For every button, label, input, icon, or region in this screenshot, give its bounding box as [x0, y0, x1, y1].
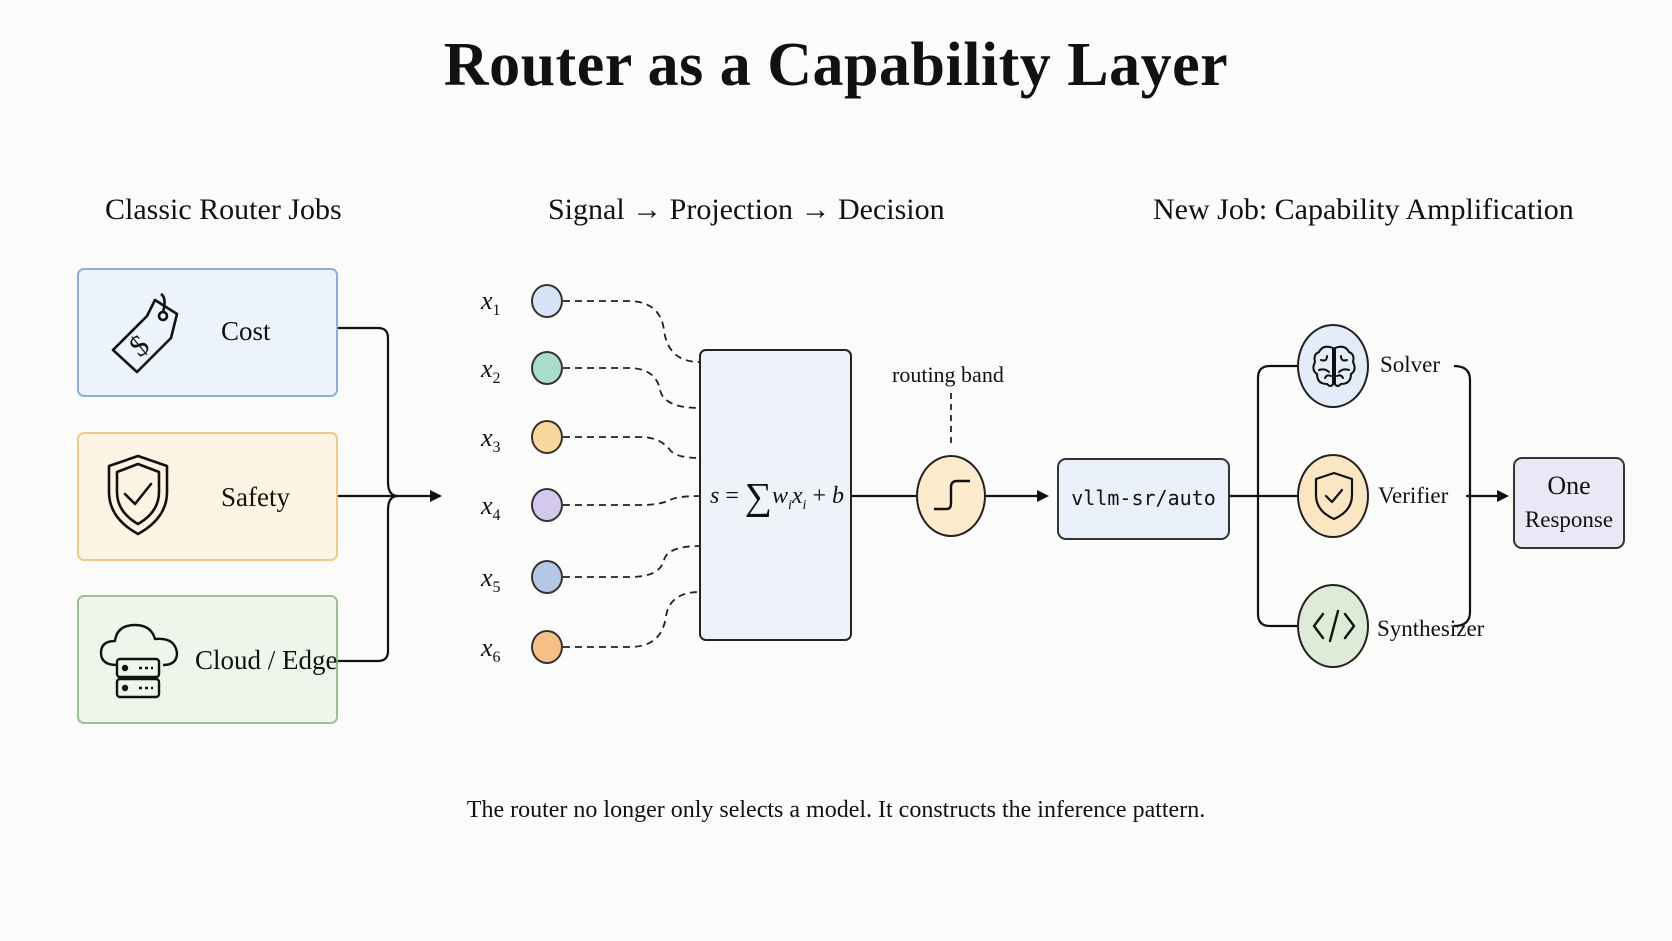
caption: The router no longer only selects a mode… [466, 797, 1206, 823]
job-label-cost: Cost [221, 316, 271, 346]
signal-dashed-lines [563, 300, 701, 648]
job-label-cloud-edge: Cloud / Edge [195, 645, 338, 675]
signal-label-x3: x3 [481, 423, 501, 457]
job-box-cost: $ Cost [77, 268, 338, 397]
role-node-solver [1297, 324, 1369, 408]
section-title-capability: New Job: Capability Amplification [1153, 193, 1574, 226]
projection-formula: s = ∑wixi + b [710, 476, 844, 518]
signal-node-3 [531, 420, 563, 454]
signal-node-4 [531, 488, 563, 522]
job-label-safety: Safety [221, 482, 290, 512]
signal-label-x6: x6 [481, 633, 501, 667]
signal-node-1 [531, 284, 563, 318]
cloud-server-icon [99, 623, 179, 699]
routing-band-label: routing band [892, 362, 1004, 387]
projection-box: s = ∑wixi + b [699, 349, 852, 641]
shield-check-icon [107, 454, 169, 536]
signal-label-x4: x4 [481, 491, 501, 525]
section-title-signal: Signal → Projection → Decision [548, 193, 945, 226]
code-icon [1312, 609, 1356, 643]
role-node-verifier [1297, 454, 1369, 538]
routing-band-node [916, 455, 986, 537]
signal-node-5 [531, 560, 563, 594]
shield-check-icon [1314, 471, 1354, 521]
signal-label-x2: x2 [481, 354, 501, 388]
job-box-cloud-edge: Cloud / Edge [77, 595, 338, 724]
output-line-1: One [1547, 471, 1591, 500]
role-label-synthesizer: Synthesizer [1377, 616, 1485, 641]
signal-label-x5: x5 [481, 563, 501, 597]
step-function-icon [934, 479, 970, 511]
output-box: One Response [1513, 457, 1625, 549]
roles-fanout-connector [1230, 364, 1509, 628]
role-node-synthesizer [1297, 584, 1369, 668]
jobs-merge-connector [338, 326, 442, 663]
role-label-verifier: Verifier [1378, 483, 1449, 508]
page-title: Router as a Capability Layer [443, 31, 1229, 99]
signal-node-2 [531, 351, 563, 385]
job-box-safety: Safety [77, 432, 338, 561]
brain-icon [1312, 345, 1356, 387]
router-name: vllm-sr/auto [1071, 486, 1216, 510]
router-box: vllm-sr/auto [1057, 458, 1230, 540]
output-line-2: Response [1524, 507, 1614, 532]
price-tag-icon: $ [111, 292, 179, 374]
signal-label-x1: x1 [481, 286, 501, 320]
section-title-classic: Classic Router Jobs [105, 193, 342, 226]
signal-node-6 [531, 630, 563, 664]
role-label-solver: Solver [1380, 352, 1441, 377]
